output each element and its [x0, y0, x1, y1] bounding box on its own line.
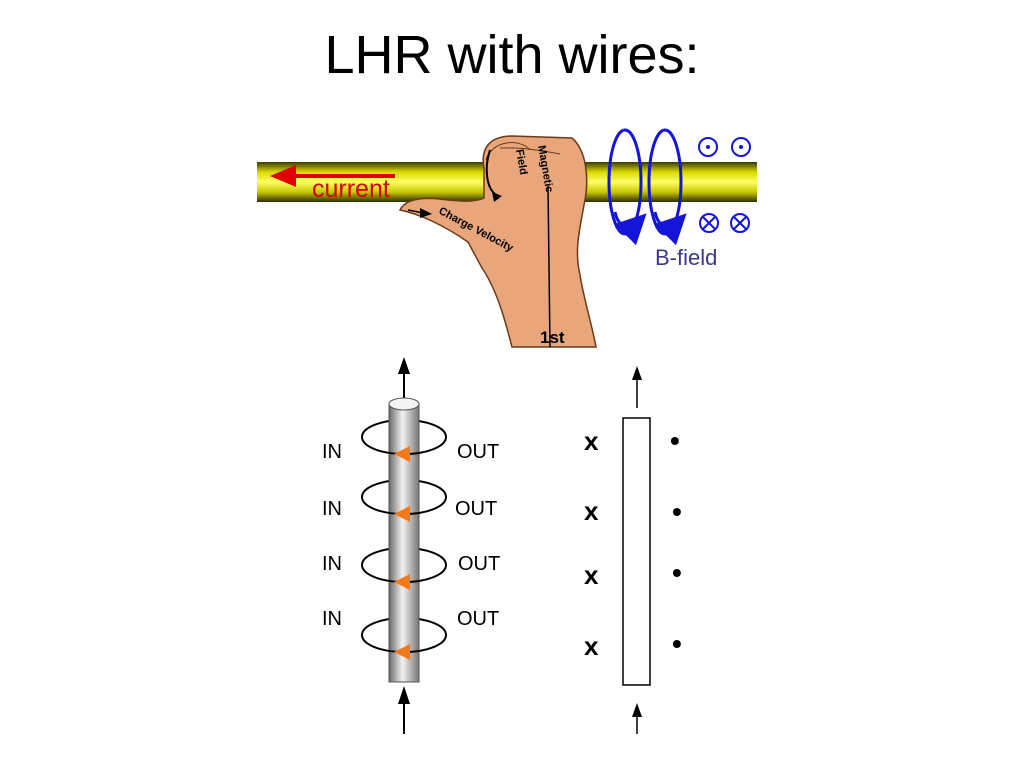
current-arrow [270, 165, 395, 187]
in-label: IN [322, 441, 342, 463]
bottom-current-arrow [398, 686, 410, 734]
loop-direction-arrows [394, 446, 410, 660]
flat-wire [622, 417, 651, 686]
hand-figure: current Field Magnetic Charge Velocity 1… [257, 128, 757, 348]
b-field-loops [607, 128, 687, 246]
dot-mark: • [672, 557, 682, 588]
b-field-label: B-field [655, 245, 717, 270]
out-label: OUT [455, 498, 497, 520]
top-current-arrow [398, 357, 410, 400]
in-label: IN [322, 608, 342, 630]
hand [398, 135, 597, 348]
x-mark: x [584, 631, 599, 661]
x-mark: x [584, 426, 599, 456]
top-current-arrow [632, 366, 642, 408]
field-label: Field [513, 148, 529, 175]
x-mark: x [584, 496, 599, 526]
fist-label: 1st [540, 328, 565, 347]
x-mark: x [584, 560, 599, 590]
wire-top [388, 397, 420, 411]
current-label: current [312, 175, 390, 203]
in-label: IN [322, 553, 342, 575]
wire-diagram: IN IN IN IN OUT OUT OUT OUT [322, 357, 500, 734]
out-label: OUT [457, 441, 499, 463]
dot-mark: • [670, 425, 680, 456]
b-field-in-symbols [699, 213, 750, 233]
flat-wire-diagram: x x x x • • • • [584, 366, 682, 734]
dot-mark: • [672, 628, 682, 659]
wire-cylinder [388, 403, 420, 683]
b-field-out-symbols [698, 137, 751, 157]
slide-title: LHR with wires: [324, 25, 700, 85]
dot-mark: • [672, 496, 682, 527]
in-label: IN [322, 498, 342, 520]
bottom-current-arrow [632, 703, 642, 734]
out-label: OUT [458, 553, 500, 575]
out-label: OUT [457, 608, 499, 630]
